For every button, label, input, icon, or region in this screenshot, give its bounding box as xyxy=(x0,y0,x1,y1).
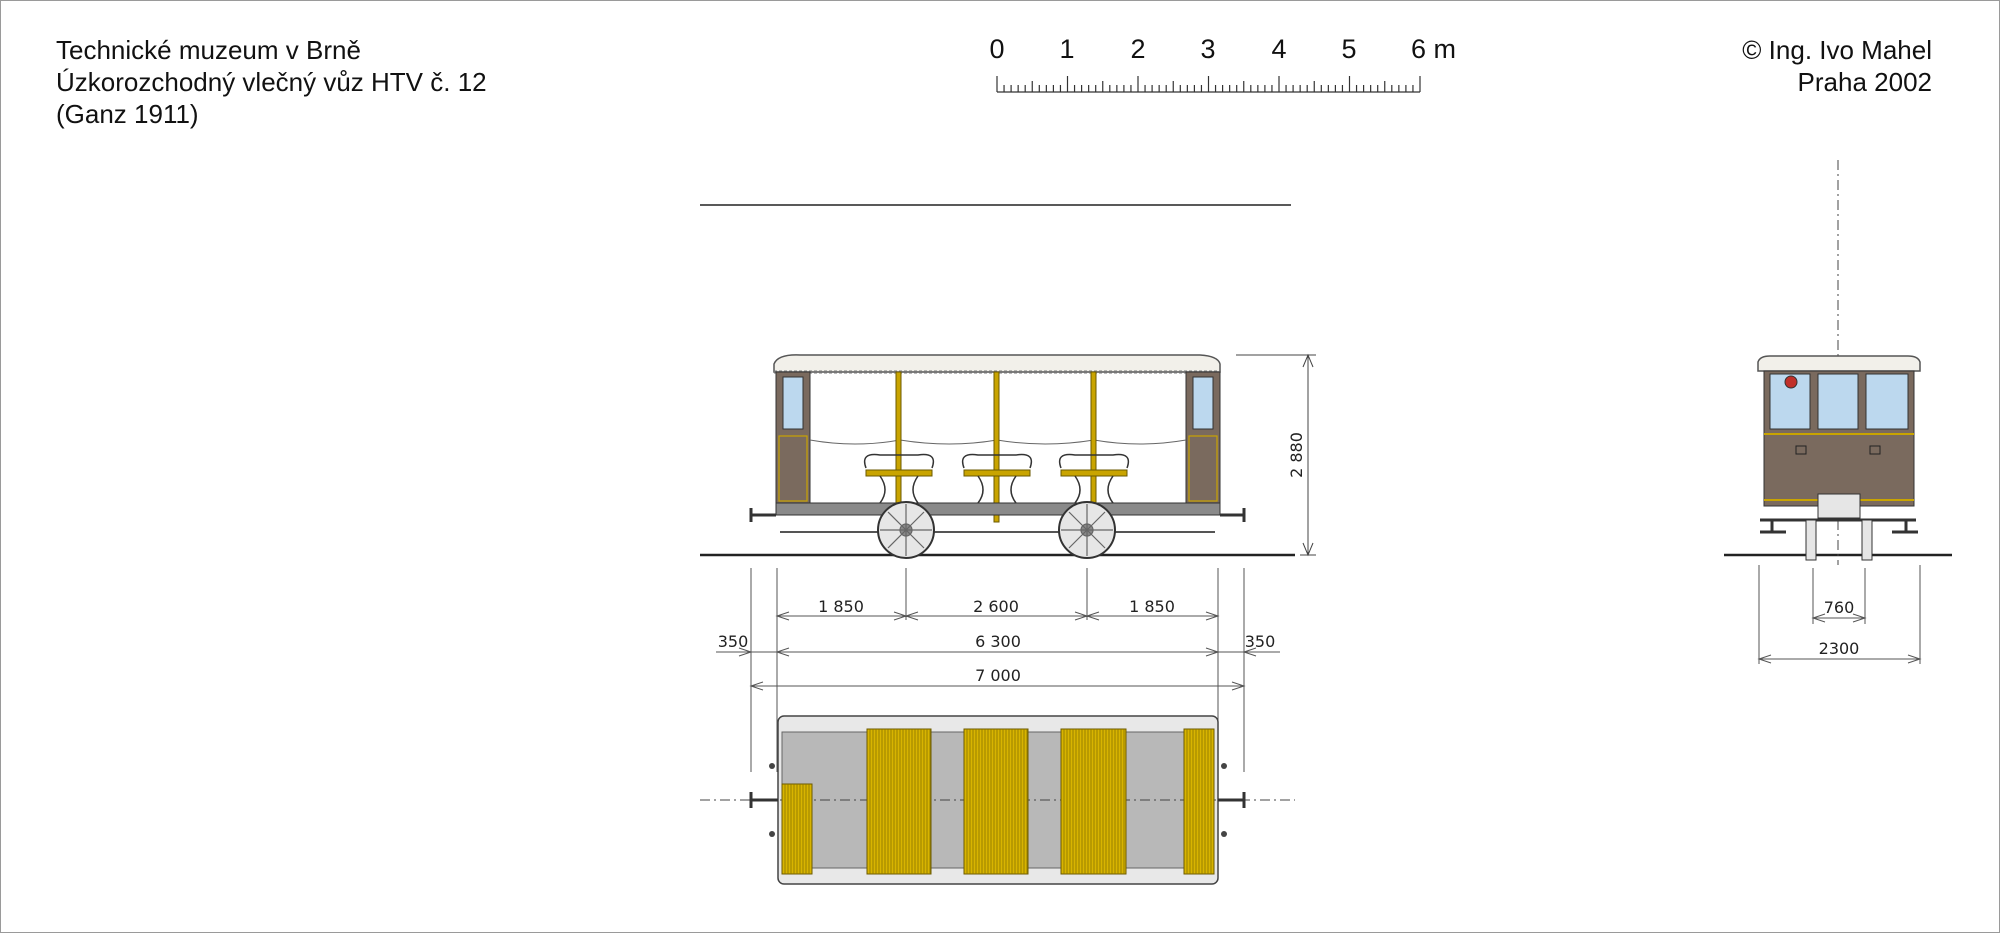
window xyxy=(1192,376,1214,430)
copyright: © Ing. Ivo Mahel xyxy=(1742,35,1932,65)
manufacturer: (Ganz 1911) xyxy=(56,99,199,129)
scale-label: 5 xyxy=(1341,34,1356,64)
dim-buffer-right: 350 xyxy=(1245,632,1276,651)
dim-width: 2300 xyxy=(1819,639,1860,658)
bench xyxy=(866,728,932,875)
window xyxy=(1817,373,1859,430)
dim-buffer-left: 350 xyxy=(718,632,749,651)
author-block: © Ing. Ivo Mahel Praha 2002 xyxy=(1742,34,1932,98)
dim-gauge: 760 xyxy=(1824,598,1855,617)
scale-label: 2 xyxy=(1130,34,1145,64)
scale-label: 4 xyxy=(1271,34,1286,64)
place-year: Praha 2002 xyxy=(1797,67,1932,97)
side-view: 2 880 xyxy=(700,353,1316,559)
plan-view xyxy=(700,715,1295,885)
scale-label: 6 m xyxy=(1411,34,1456,64)
underframe xyxy=(775,502,1221,516)
dim-overhang-front: 1 850 xyxy=(818,597,864,616)
length-dimensions xyxy=(716,568,1280,772)
window xyxy=(782,376,804,430)
lamp-icon xyxy=(1784,375,1798,389)
scale-label: 1 xyxy=(1059,34,1074,64)
scale-label: 3 xyxy=(1200,34,1215,64)
roof xyxy=(773,354,1221,373)
end-view: 760 2300 xyxy=(1724,160,1952,664)
dim-overhang-rear: 1 850 xyxy=(1129,597,1175,616)
dim-body-length: 6 300 xyxy=(975,632,1021,651)
bench xyxy=(1060,728,1127,875)
museum-name: Technické muzeum v Brně xyxy=(56,35,361,65)
window xyxy=(1865,373,1909,430)
scale-bar xyxy=(996,76,1421,93)
dim-total-length: 7 000 xyxy=(975,666,1021,685)
height-dimension: 2 880 xyxy=(1287,432,1306,478)
bench xyxy=(963,728,1029,875)
dim-wheelbase: 2 600 xyxy=(973,597,1019,616)
scale-label: 0 xyxy=(989,34,1004,64)
scale-labels: 0 1 2 3 4 5 6 m xyxy=(989,34,1456,64)
vehicle-title: Úzkorozchodný vlečný vůz HTV č. 12 xyxy=(56,67,487,97)
title-block: Technické muzeum v Brně Úzkorozchodný vl… xyxy=(56,34,487,130)
